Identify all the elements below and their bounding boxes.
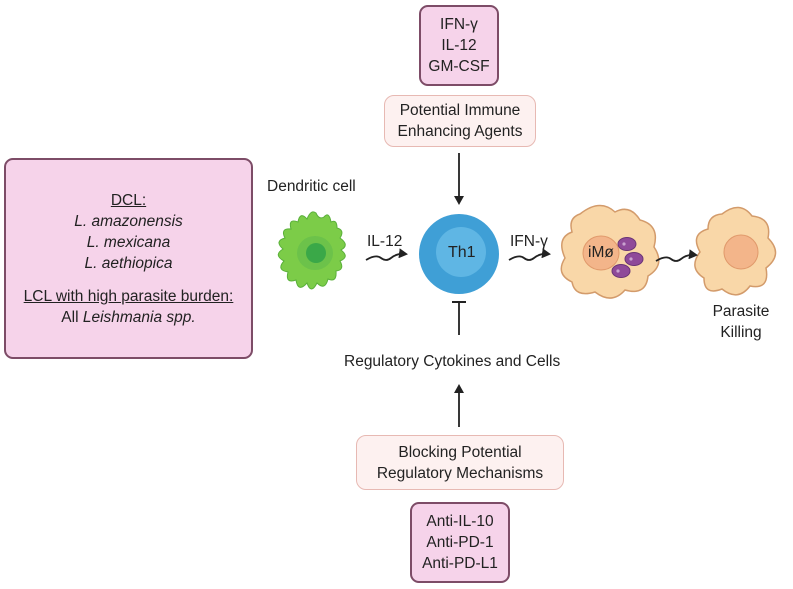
dendritic-to-th1-arrow	[365, 248, 408, 261]
killing-cell-icon	[694, 206, 777, 296]
species-amazonensis: L. amazonensis	[74, 212, 183, 230]
th1-cell-icon	[419, 214, 499, 294]
macrophage-to-killing-arrow	[655, 249, 698, 262]
blocking-agents-box: Anti-IL-10 Anti-PD-1 Anti-PD-L1	[410, 502, 510, 583]
blocking-line-1: Blocking Potential	[398, 443, 522, 461]
immune-agents-box: IFN-γ IL-12 GM-CSF	[419, 5, 499, 86]
parasite-icon	[611, 237, 644, 278]
species-leishmania-spp: Leishmania spp.	[82, 308, 196, 326]
dendritic-cell-icon	[277, 211, 346, 290]
parasite-killing-line-2: Killing	[720, 324, 762, 341]
blocking-mechanisms-box: Blocking Potential Regulatory Mechanisms	[356, 435, 564, 490]
enhancing-line-1: Potential Immune	[399, 102, 521, 119]
agent-ifn-gamma: IFN-γ	[440, 16, 478, 33]
inhibition-bar	[452, 301, 466, 335]
enhancing-line-2: Enhancing Agents	[397, 123, 523, 140]
agent-anti-il10: Anti-IL-10	[426, 513, 494, 530]
leishmania-species-box: DCL: L. amazonensis L. mexicana L. aethi…	[4, 158, 253, 359]
agent-gm-csf: GM-CSF	[428, 58, 490, 75]
th1-to-macrophage-arrow	[508, 248, 551, 261]
dcl-title: DCL:	[110, 191, 147, 209]
parasite-killing-line-1: Parasite	[712, 303, 770, 320]
species-mexicana: L. mexicana	[86, 233, 171, 251]
macrophage-label: iMø	[588, 244, 614, 261]
agent-anti-pd1: Anti-PD-1	[426, 534, 494, 551]
th1-label: Th1	[448, 244, 476, 261]
lcl-prefix: All	[61, 308, 83, 326]
agent-il12: IL-12	[441, 37, 477, 54]
blocking-line-2: Regulatory Mechanisms	[376, 464, 544, 482]
il12-arrow-label: IL-12	[367, 233, 403, 250]
agent-anti-pdl1: Anti-PD-L1	[422, 555, 498, 572]
enhancing-agents-box: Potential Immune Enhancing Agents	[384, 95, 536, 147]
lcl-title: LCL with high parasite burden:	[23, 287, 234, 305]
ifn-gamma-arrow-label: IFN-γ	[510, 233, 548, 250]
regulatory-label: Regulatory Cytokines and Cells	[344, 353, 561, 370]
parasite-killing-label: Parasite Killing	[706, 301, 776, 343]
species-aethiopica: L. aethiopica	[84, 254, 173, 272]
dendritic-cell-label: Dendritic cell	[267, 178, 356, 195]
macrophage-icon	[560, 204, 660, 299]
